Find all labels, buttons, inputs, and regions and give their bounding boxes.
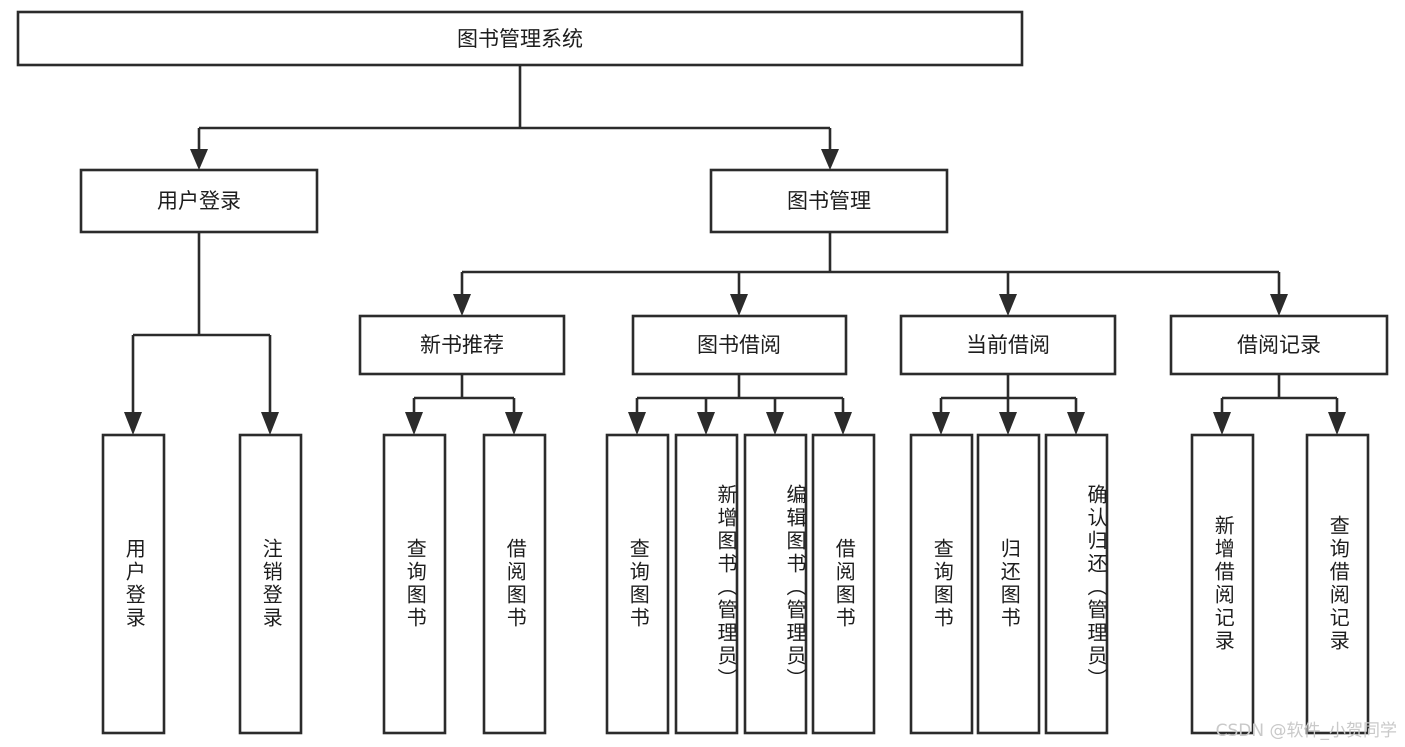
- arrowhead-borrow: [730, 294, 748, 316]
- arrowhead-leaf-confirm-return: [1067, 412, 1085, 435]
- arrowhead-book-manage: [821, 149, 839, 170]
- node-leaf-user-login[interactable]: [101, 433, 166, 735]
- node-leaf-borrow-book-2[interactable]: [811, 433, 876, 735]
- arrowhead-user-login: [190, 149, 208, 170]
- node-book-manage-label: 图书管理: [787, 189, 871, 213]
- node-root-label: 图书管理系统: [457, 27, 583, 51]
- node-book-borrow[interactable]: [631, 314, 848, 376]
- node-new-book-recommend-label: 新书推荐: [420, 333, 504, 357]
- arrowhead-recommend: [453, 294, 471, 316]
- arrowhead-leaf-user-login: [124, 412, 142, 435]
- node-layer: 图书管理系统 用户登录 图书管理 新书推荐 图书借阅 当前借阅 借阅记录: [16, 10, 1389, 735]
- node-leaf-query-book-1[interactable]: [382, 433, 447, 735]
- node-book-borrow-label: 图书借阅: [697, 333, 781, 357]
- arrowhead-leaf-return-book: [999, 412, 1017, 435]
- node-leaf-add-book[interactable]: [674, 433, 739, 735]
- arrowhead-leaf-user-logout: [261, 412, 279, 435]
- node-leaf-user-logout[interactable]: [238, 433, 303, 735]
- node-borrow-record[interactable]: [1169, 314, 1389, 376]
- arrowhead-leaf-edit-book: [766, 412, 784, 435]
- node-book-manage[interactable]: [709, 168, 949, 234]
- arrowhead-leaf-add-book: [697, 412, 715, 435]
- arrowhead-leaf-borrow-book-1: [505, 412, 523, 435]
- arrowhead-leaf-query-book-1: [405, 412, 423, 435]
- node-current-borrow[interactable]: [899, 314, 1117, 376]
- node-leaf-query-record[interactable]: [1305, 433, 1370, 735]
- node-user-login[interactable]: [79, 168, 319, 234]
- node-user-login-label: 用户登录: [157, 189, 241, 213]
- arrowhead-current: [999, 294, 1017, 316]
- node-leaf-query-book-3[interactable]: [909, 433, 974, 735]
- node-current-borrow-label: 当前借阅: [966, 333, 1050, 357]
- arrowhead-leaf-query-book-3: [932, 412, 950, 435]
- arrowhead-leaf-query-record: [1328, 412, 1346, 435]
- arrowhead-leaf-add-record: [1213, 412, 1231, 435]
- node-leaf-edit-book[interactable]: [743, 433, 808, 735]
- node-new-book-recommend[interactable]: [358, 314, 566, 376]
- node-leaf-confirm-return[interactable]: [1044, 433, 1109, 735]
- node-leaf-query-book-2[interactable]: [605, 433, 670, 735]
- node-root[interactable]: [16, 10, 1024, 67]
- arrowhead-leaf-borrow-book-2: [834, 412, 852, 435]
- node-leaf-return-book[interactable]: [976, 433, 1041, 735]
- arrowhead-layer: [124, 149, 1346, 435]
- arrowhead-leaf-query-book-2: [628, 412, 646, 435]
- node-leaf-add-record[interactable]: [1190, 433, 1255, 735]
- node-leaf-borrow-book-1[interactable]: [482, 433, 547, 735]
- arrowhead-record: [1270, 294, 1288, 316]
- node-borrow-record-label: 借阅记录: [1237, 333, 1321, 357]
